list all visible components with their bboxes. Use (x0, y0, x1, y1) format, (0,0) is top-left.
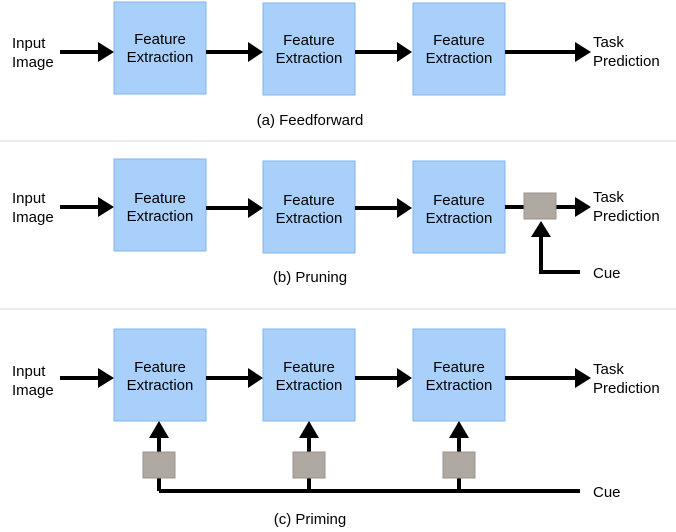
arrowhead-cue-c3 (449, 421, 469, 438)
caption-pruning: (b) Pruning (273, 269, 347, 286)
arrowhead-output-b (575, 197, 591, 217)
feature-block-c1-line1: Feature (134, 359, 186, 376)
priming-gate-3 (442, 451, 476, 479)
panel-feedforward: Input Image Feature Extraction Feature E… (12, 1, 660, 129)
arrowhead-input-a (98, 42, 114, 62)
arrowhead-cue-b (531, 221, 551, 237)
input-label-c-line1: Input (12, 363, 46, 380)
cue-line-b (539, 236, 580, 274)
priming-gate-2 (292, 451, 326, 479)
feature-block-a3 (412, 2, 506, 96)
feature-block-b2-line1: Feature (283, 192, 335, 209)
feature-block-c3-line1: Feature (433, 359, 485, 376)
panel-priming: Input Image Feature Extraction Feature E… (12, 328, 660, 528)
arrowhead-c1-c2 (248, 368, 263, 388)
input-label-a-line1: Input (12, 35, 46, 52)
feature-block-a1-line2: Extraction (127, 49, 194, 66)
output-label-c-line1: Task (593, 361, 624, 378)
arrowhead-input-c (98, 368, 114, 388)
feature-block-c2-line1: Feature (283, 359, 335, 376)
feature-block-b2 (262, 160, 356, 254)
input-label-a-line2: Image (12, 54, 54, 71)
output-label-a-line2: Prediction (593, 53, 660, 70)
output-label-a-line1: Task (593, 34, 624, 51)
output-label-c-line2: Prediction (593, 380, 660, 397)
feature-block-a1-line1: Feature (134, 31, 186, 48)
input-label-c-line2: Image (12, 382, 54, 399)
feature-block-a2-line2: Extraction (276, 50, 343, 67)
caption-feedforward: (a) Feedforward (257, 112, 364, 129)
output-label-b-line2: Prediction (593, 208, 660, 225)
arrowhead-cue-c1 (149, 421, 169, 438)
feature-block-c2-line2: Extraction (276, 377, 343, 394)
arrowhead-output-a (575, 42, 591, 62)
feature-block-a3-line2: Extraction (426, 50, 493, 67)
feature-block-b1-line2: Extraction (127, 208, 194, 225)
cue-label-b: Cue (593, 265, 621, 282)
feature-block-c3-line2: Extraction (426, 377, 493, 394)
feature-block-b1-line1: Feature (134, 190, 186, 207)
feature-block-b1 (113, 158, 207, 252)
input-label-b-line1: Input (12, 190, 46, 207)
feature-block-c1-line2: Extraction (127, 377, 194, 394)
feature-block-b3-line1: Feature (433, 192, 485, 209)
arrowhead-output-c (575, 368, 591, 388)
feature-block-c1 (113, 328, 207, 422)
input-label-b-line2: Image (12, 209, 54, 226)
arrowhead-cue-c2 (299, 421, 319, 438)
cue-label-c: Cue (593, 484, 621, 501)
caption-priming: (c) Priming (274, 511, 347, 528)
pruning-gate (523, 192, 557, 220)
priming-gate-1 (142, 451, 176, 479)
feature-block-a3-line1: Feature (433, 32, 485, 49)
feature-block-b3-line2: Extraction (426, 210, 493, 227)
feature-block-b2-line2: Extraction (276, 210, 343, 227)
arrowhead-a1-a2 (248, 42, 263, 62)
feature-block-a1 (113, 1, 207, 95)
arrowhead-input-b (98, 197, 114, 217)
feature-block-a2-line1: Feature (283, 32, 335, 49)
feature-block-b3 (412, 160, 506, 254)
arrowhead-b1-b2 (248, 198, 263, 218)
output-label-b-line1: Task (593, 189, 624, 206)
arrowhead-c2-c3 (397, 368, 412, 388)
panel-pruning: Input Image Feature Extraction Feature E… (12, 158, 660, 286)
arrowhead-b2-b3 (397, 198, 412, 218)
arrowhead-a2-a3 (397, 42, 412, 62)
feature-block-a2 (262, 2, 356, 96)
